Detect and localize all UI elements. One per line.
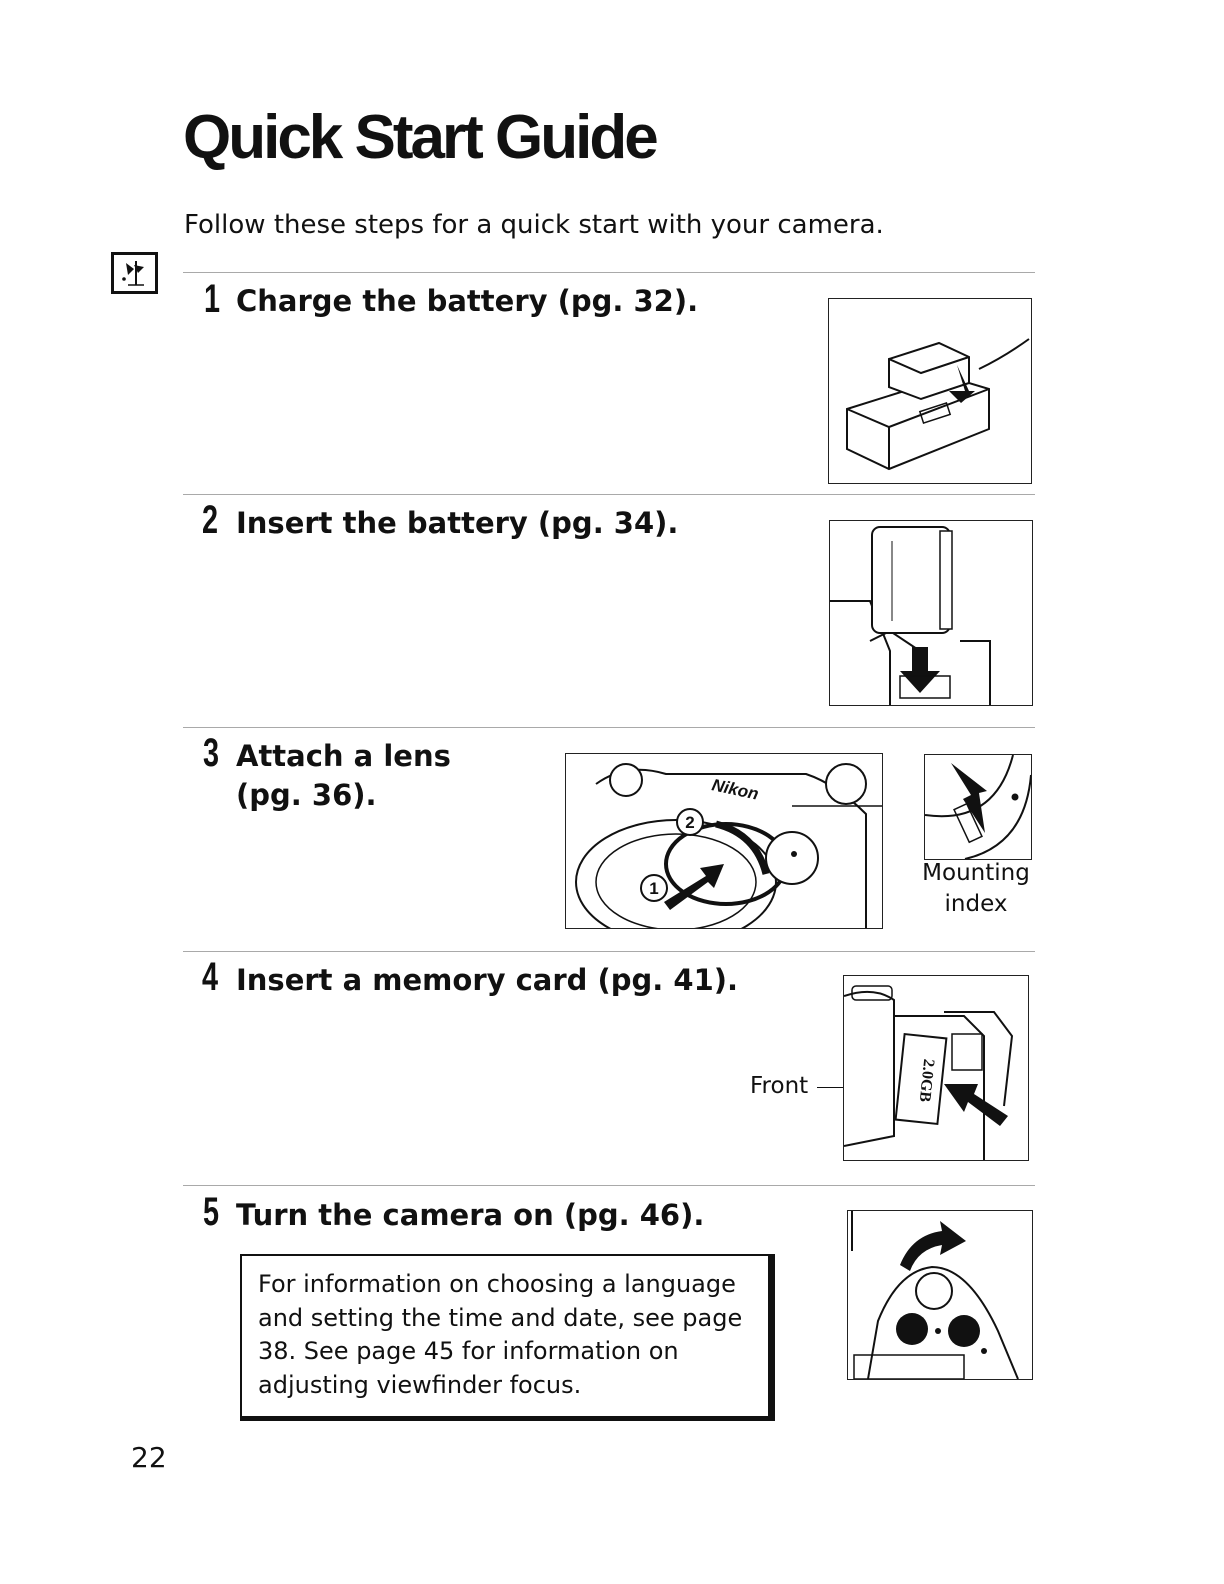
note-line: and setting the time and date, see page [258, 1303, 743, 1332]
lens-attach-icon: 2 1 Nikon [565, 753, 883, 929]
leader-line [817, 1087, 857, 1088]
page-title: Quick Start Guide [183, 103, 659, 172]
battery-charger-icon [828, 298, 1032, 484]
callout-badge-2: 2 [685, 813, 694, 832]
step-title: Insert a memory card (pg. 41). [236, 963, 739, 997]
page-number: 22 [131, 1441, 167, 1474]
quick-start-icon [111, 252, 158, 294]
divider [183, 272, 1035, 273]
callout-badge-1: 1 [649, 879, 658, 898]
mounting-index-detail-icon [924, 754, 1032, 860]
step-number: 1 [204, 277, 221, 321]
divider [183, 494, 1035, 495]
step-number: 5 [203, 1190, 220, 1234]
caption-line: Mounting [922, 860, 1030, 886]
step-title-line-1: Attach a lens [236, 739, 451, 773]
mounting-index-caption: Mounting index [916, 858, 1036, 920]
front-caption: Front [750, 1073, 809, 1099]
memory-card-icon: 2.0GB [843, 975, 1029, 1161]
battery-insert-icon [829, 520, 1033, 706]
divider [183, 1185, 1035, 1186]
step-number: 4 [202, 955, 219, 999]
caption-line: index [944, 891, 1008, 918]
step-number: 2 [202, 498, 219, 542]
info-note: For information on choosing a language a… [240, 1254, 775, 1421]
note-line: For information on choosing a language [258, 1270, 736, 1298]
divider [183, 727, 1035, 728]
brand-label: Nikon [710, 775, 760, 803]
step-title-line-2: (pg. 36). [236, 778, 377, 812]
step-number: 3 [203, 731, 220, 775]
note-line: adjusting viewfinder focus. [258, 1370, 582, 1399]
step-title: Insert the battery (pg. 34). [236, 506, 679, 540]
card-label: 2.0GB [916, 1058, 937, 1103]
divider [183, 951, 1035, 952]
intro-text: Follow these steps for a quick start wit… [184, 210, 884, 240]
power-switch-icon [847, 1210, 1033, 1380]
step-title: Turn the camera on (pg. 46). [236, 1198, 705, 1232]
note-line: 38. See page 45 for information on [258, 1337, 679, 1366]
step-title: Charge the battery (pg. 32). [236, 284, 699, 318]
